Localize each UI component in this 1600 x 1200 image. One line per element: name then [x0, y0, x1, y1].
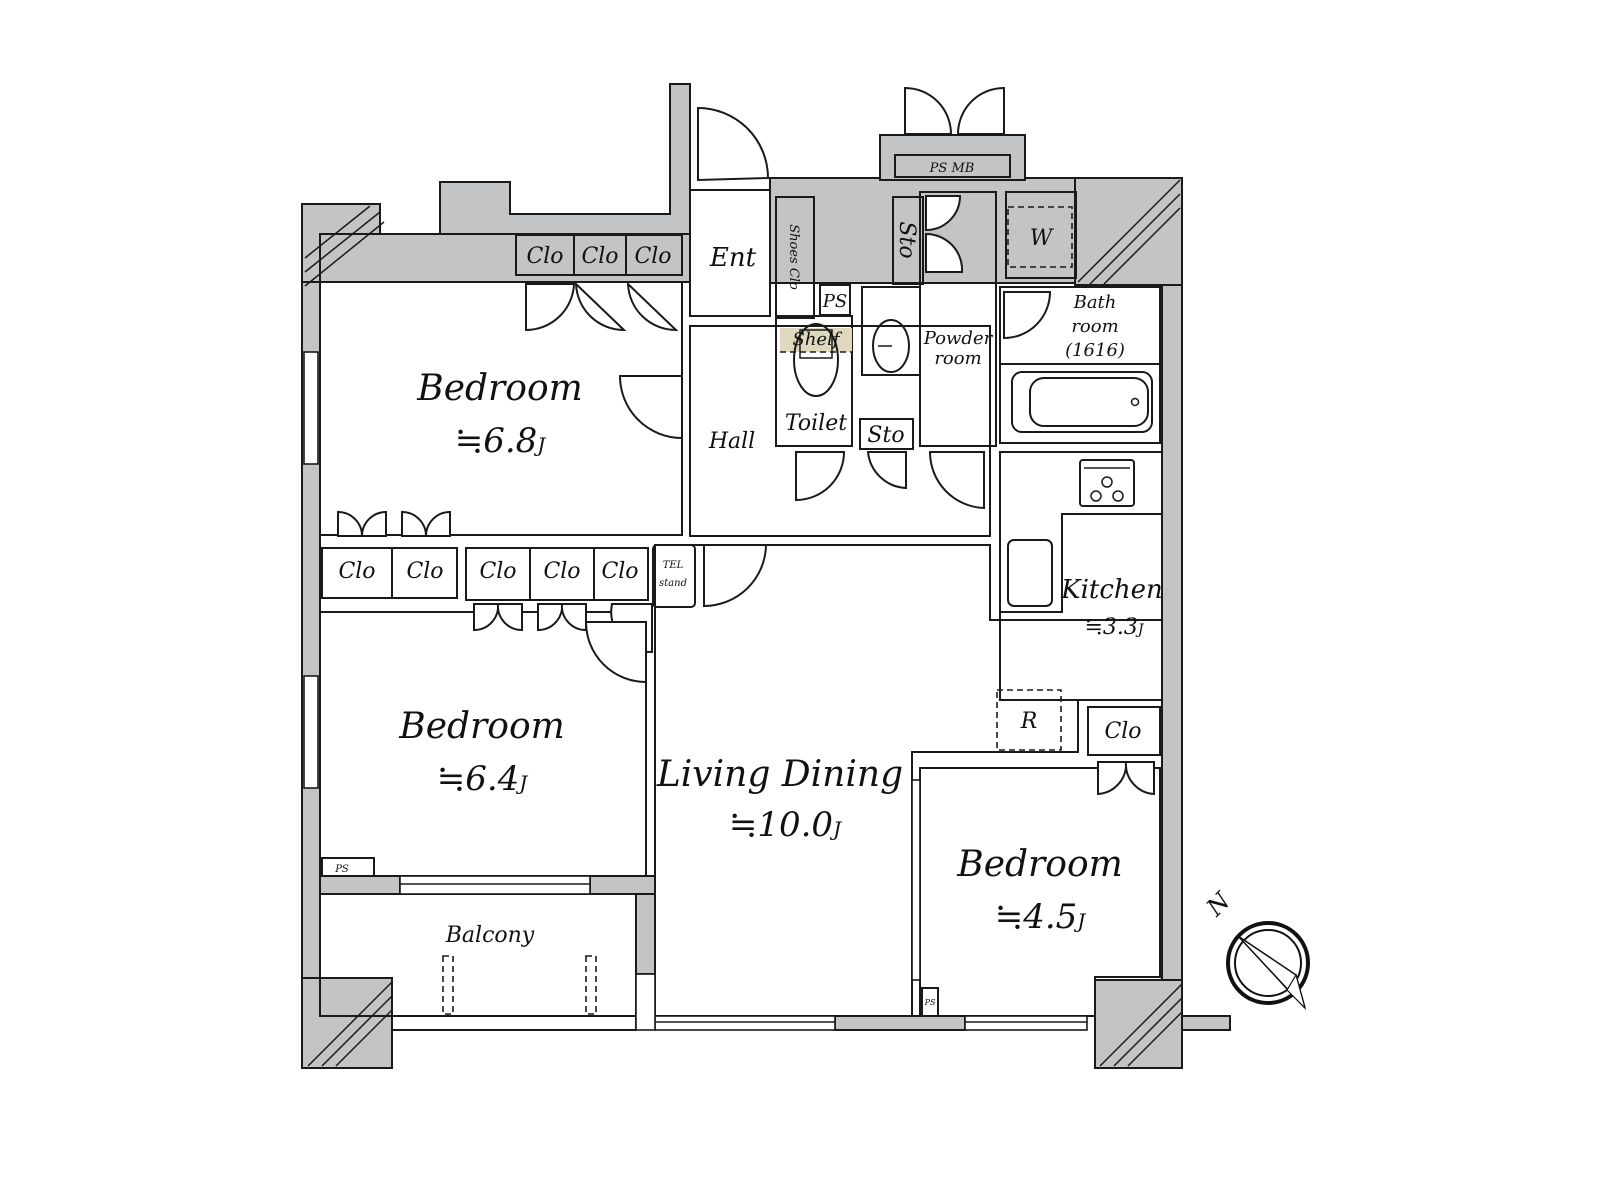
kitchen-label: Kitchen	[1060, 575, 1163, 605]
washer-label: W	[1030, 226, 1055, 251]
balcony-label: Balcony	[445, 923, 535, 948]
bedroom-a-area: ≒6.8J	[455, 421, 547, 461]
tel-stand-label-2: stand	[659, 578, 687, 589]
bedroom-b-door[interactable]	[584, 621, 647, 684]
bedroom-b-label: Bedroom	[398, 706, 565, 747]
hall-label: Hall	[708, 429, 755, 454]
storage-hall-label: Sto	[867, 423, 904, 448]
bathroom-label-3: (1616)	[1065, 340, 1125, 361]
storage-top-label: Sto	[894, 221, 919, 258]
room-bedroom-c[interactable]	[919, 767, 1161, 1017]
ps-bedroom-c-label: PS	[924, 998, 936, 1007]
bedroom-b-area: ≒6.4J	[437, 759, 529, 799]
bedroom-c-label: Bedroom	[956, 844, 1123, 885]
doors	[337, 86, 1155, 796]
closets	[321, 196, 1161, 756]
tel-stand	[652, 544, 696, 608]
bathroom-label-1: Bath	[1073, 292, 1117, 313]
column-hatching	[304, 179, 1183, 1067]
ps-mb-box	[894, 154, 1011, 178]
refrigerator-label: R	[1020, 709, 1038, 734]
powder-room-label-1: Powder	[923, 328, 994, 349]
compass-icon: N	[1200, 886, 1310, 1011]
closet-top-3[interactable]	[625, 234, 683, 276]
living-dining-area: ≒10.0J	[729, 805, 842, 845]
kitchen-closet-label: Clo	[1104, 719, 1141, 744]
ps-box-bedroom-b	[321, 857, 375, 877]
room-hall[interactable]	[689, 325, 991, 537]
ps-box-bedroom-c	[921, 987, 939, 1017]
living-door[interactable]	[703, 544, 768, 608]
powder-room-label-2: room	[934, 348, 981, 369]
closet-kitchen[interactable]	[1087, 706, 1161, 756]
closet-label: Clo	[526, 244, 563, 269]
shelf-label: Shelf	[793, 329, 843, 350]
closet-mid-5[interactable]	[593, 547, 649, 601]
closet-label: Clo	[543, 559, 580, 584]
bathtub-icon	[1011, 371, 1153, 433]
shoes-closet[interactable]	[775, 196, 815, 319]
tel-stand-label-1: TEL	[663, 560, 684, 571]
bedroom-c-area: ≒4.5J	[995, 897, 1087, 937]
living-dining-label: Living Dining	[656, 754, 903, 795]
shelf	[780, 328, 852, 352]
closet-label: Clo	[338, 559, 375, 584]
washer-space	[1005, 191, 1077, 279]
bathroom-label-2: room	[1071, 316, 1118, 337]
bedroom-a-label: Bedroom	[416, 368, 583, 409]
storage-hall[interactable]	[859, 418, 914, 450]
ps-bedroom-b-label: PS	[334, 864, 349, 875]
shoes-closet-label: Shoes Clo	[786, 224, 801, 290]
ps-mb-label: PS MB	[929, 161, 975, 176]
ps-box-entry	[819, 284, 851, 316]
kitchen-area: ≒3.3J	[1084, 615, 1144, 640]
refrigerator-space	[996, 689, 1062, 751]
entrance-label: Ent	[709, 243, 757, 273]
closet-label: Clo	[634, 244, 671, 269]
closet-mid-2[interactable]	[391, 547, 458, 599]
bedroom-a-door[interactable]	[618, 375, 683, 440]
entrance-door[interactable]	[697, 106, 770, 182]
sink-icon	[872, 319, 910, 373]
storage-top[interactable]	[892, 196, 924, 285]
room-kitchen[interactable]	[999, 451, 1163, 701]
room-entrance[interactable]	[689, 189, 771, 317]
toilet-label: Toilet	[785, 411, 847, 436]
windows	[303, 351, 1088, 1031]
closet-label: Clo	[479, 559, 516, 584]
ps-entry-label: PS	[822, 291, 847, 312]
closet-label: Clo	[601, 559, 638, 584]
closet-label: Clo	[406, 559, 443, 584]
toilet-icon	[793, 323, 839, 397]
kitchen-counter	[1000, 459, 1162, 613]
compass-north-label: N	[1200, 886, 1236, 922]
closet-label: Clo	[581, 244, 618, 269]
